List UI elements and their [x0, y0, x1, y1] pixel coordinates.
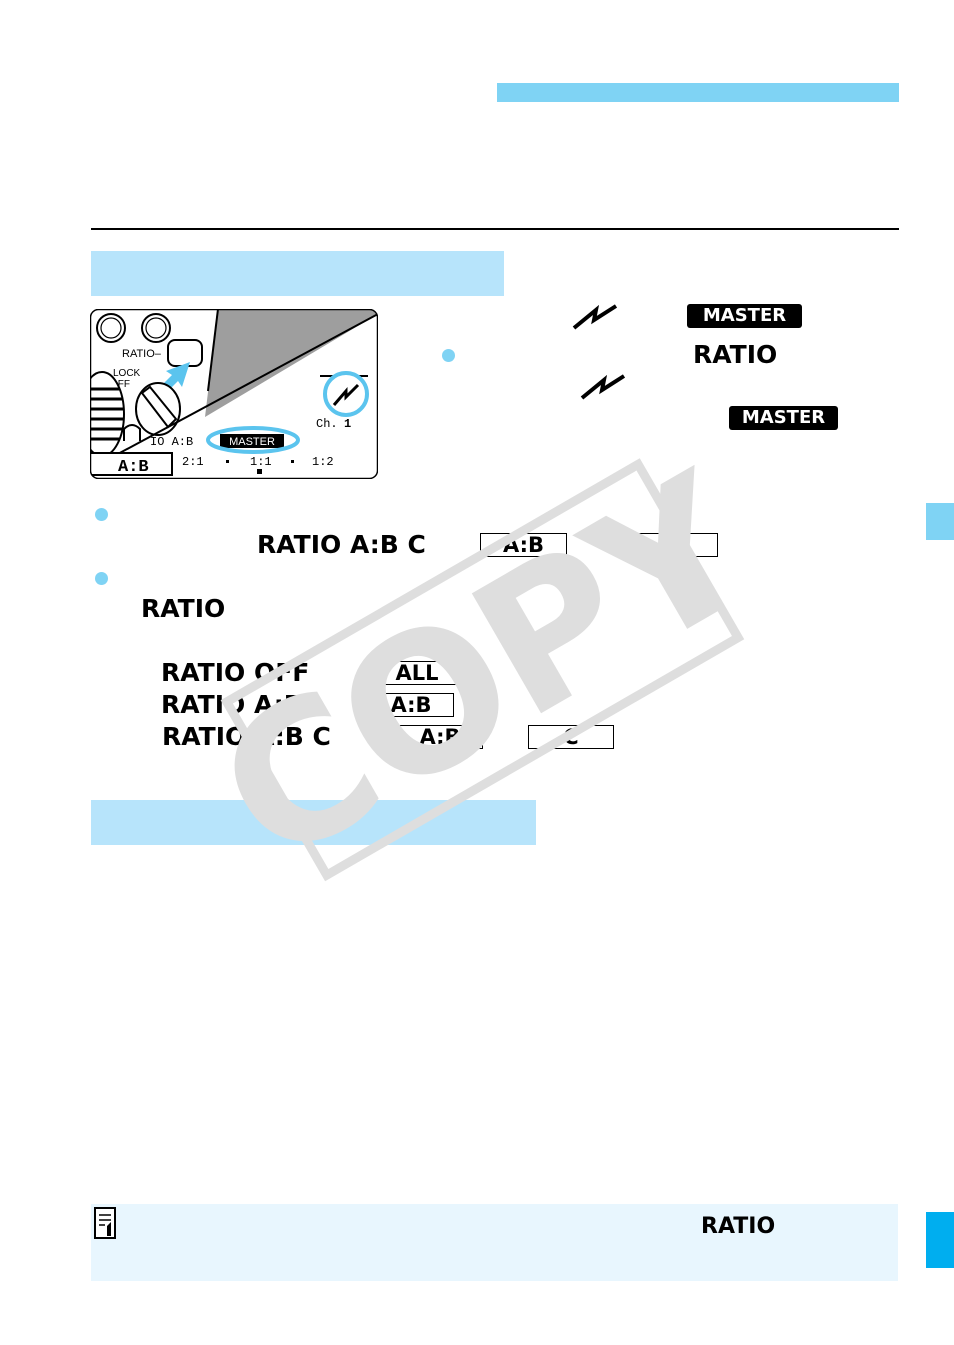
note-ratio-label: RATIO — [701, 1214, 776, 1239]
flash-panel-illustration: RATIO– LOCK OFF IO A:B MASTER — [89, 308, 379, 480]
lcd-ch-label: Ch. — [316, 417, 338, 431]
lcd-master-badge: MASTER — [229, 436, 275, 448]
ratio-ab-box-ab: A:B — [368, 693, 454, 717]
lcd-ch-value: 1 — [344, 417, 351, 431]
page-tab-marker — [926, 1212, 954, 1268]
bullet-1 — [95, 508, 108, 521]
lcd-scale-mid: 1:1 — [250, 455, 272, 469]
lock-label: LOCK — [113, 368, 141, 379]
lcd-box-label: A:B — [118, 458, 149, 477]
watermark-text: COPY — [220, 455, 745, 885]
master-badge-1: MASTER — [687, 304, 802, 328]
note-box: RATIO — [91, 1204, 898, 1281]
lcd-ratio-text: IO A:B — [150, 435, 193, 449]
ratio-button-label: RATIO– — [122, 348, 162, 360]
memo-icon — [94, 1207, 116, 1239]
section-divider — [91, 228, 899, 230]
bullet-1-ratio-text: RATIO A:B C — [257, 530, 426, 559]
off-label: OFF — [110, 379, 130, 390]
lcd-scale-left: 2:1 — [182, 455, 204, 469]
ratio-abc-box-ab: A:B — [397, 725, 483, 749]
bullet-2 — [95, 572, 108, 585]
bullet-2-ratio-text: RATIO — [141, 594, 226, 623]
master-badge-2: MASTER — [729, 406, 838, 430]
flash-icon-2 — [580, 374, 626, 400]
bullet-1-box-c: C — [631, 533, 718, 557]
copy-watermark: COPY — [220, 455, 745, 885]
flash-panel-svg: RATIO– LOCK OFF IO A:B MASTER — [89, 308, 379, 480]
step-ratio-label: RATIO — [693, 340, 778, 369]
lcd-scale-right: 1:2 — [312, 455, 334, 469]
section-heading-band-2 — [91, 800, 536, 845]
ratio-off-box-all: ALL — [374, 661, 460, 685]
flash-icon — [572, 304, 618, 330]
section-heading-band-1 — [91, 251, 504, 296]
header-accent-bar — [497, 83, 899, 102]
chapter-tab-marker — [926, 503, 954, 540]
step-bullet — [442, 349, 455, 362]
